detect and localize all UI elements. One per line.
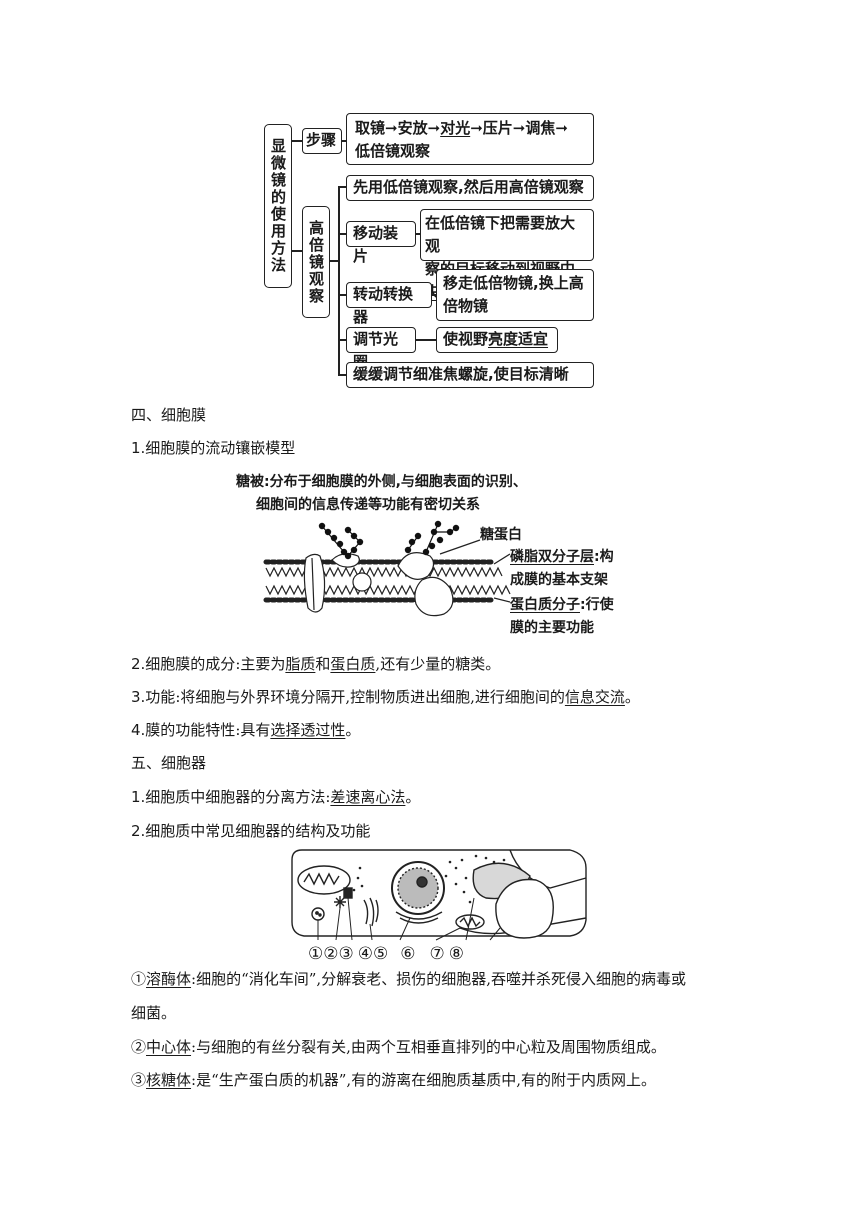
section4-title: 四、细胞膜 bbox=[131, 406, 207, 424]
box-move-slide: 移动装片 bbox=[346, 221, 416, 265]
box-adjust-diaphragm: 调节光圈 bbox=[346, 327, 416, 371]
box-move-desc: 在低倍镜下把需要放大观 察的目标移动到视野中央 bbox=[420, 209, 594, 301]
organelle-label-8: ⑧ bbox=[448, 944, 464, 964]
organelle-label-1: ① bbox=[308, 944, 324, 964]
organelle-item-1: ①溶酶体:细胞的“消化车间”,分解衰老、损伤的细胞器,吞噬并杀死侵入细胞的病毒或 bbox=[131, 970, 686, 988]
organelle-label-6: ⑥ bbox=[400, 944, 416, 964]
organelle-item-3: ③核糖体:是“生产蛋白质的机器”,有的游离在细胞质基质中,有的附于内质网上。 bbox=[131, 1071, 656, 1089]
glycoprotein-label: 糖蛋白 bbox=[480, 527, 522, 543]
bilayer-label: 磷脂双分子层:构 bbox=[510, 549, 614, 565]
section5-title: 五、细胞器 bbox=[131, 754, 207, 772]
section5-p1: 1.细胞质中细胞器的分离方法:差速离心法。 bbox=[131, 788, 421, 806]
branch-high-power: 高倍镜观察 bbox=[302, 206, 330, 318]
glycocalyx-label-a: 糖被:分布于细胞膜的外侧,与细胞表面的识别、 bbox=[236, 474, 527, 490]
organelle-label-4: ④ bbox=[357, 944, 373, 964]
organelle-label-7: ⑦ bbox=[429, 944, 445, 964]
box-fine-focus: 缓缓调节细准焦螺旋,使目标清晰 bbox=[346, 362, 594, 388]
section5-p2: 2.细胞质中常见细胞器的结构及功能 bbox=[131, 822, 371, 840]
section4-p3: 3.功能:将细胞与外界环境分隔开,控制物质进出细胞,进行细胞间的信息交流。 bbox=[131, 688, 640, 706]
section4-p2: 2.细胞膜的成分:主要为脂质和蛋白质,还有少量的糖类。 bbox=[131, 655, 501, 673]
cell-organelles-figure bbox=[291, 849, 587, 941]
bilayer-label-c: 成膜的基本支架 bbox=[510, 572, 608, 588]
protein-label: 蛋白质分子:行使 bbox=[510, 597, 614, 613]
glycocalyx-label-b: 细胞间的信息传递等功能有密切关系 bbox=[256, 497, 480, 513]
box-turn-desc: 移走低倍物镜,换上高 倍物镜 bbox=[436, 269, 594, 321]
flowchart-root: 显微镜的使用方法 bbox=[264, 124, 292, 288]
organelle-label-5: ⑤ bbox=[373, 944, 389, 964]
organelle-label-3: ③ bbox=[338, 944, 354, 964]
box-first-low-then-high: 先用低倍镜观察,然后用高倍镜观察 bbox=[346, 175, 594, 201]
organelle-label-2: ② bbox=[323, 944, 339, 964]
box-diaphragm-desc: 使视野亮度适宜 bbox=[436, 327, 558, 353]
box-turn-nosepiece: 转动转换器 bbox=[346, 282, 432, 326]
organelle-item-1-cont: 细菌。 bbox=[131, 1004, 177, 1022]
organelle-item-2: ②中心体:与细胞的有丝分裂有关,由两个互相垂直排列的中心粒及周围物质组成。 bbox=[131, 1038, 666, 1056]
branch-steps: 步骤 bbox=[302, 128, 342, 154]
section4-p4: 4.膜的功能特性:具有选择透过性。 bbox=[131, 721, 361, 739]
protein-label-c: 膜的主要功能 bbox=[510, 620, 594, 636]
membrane-drawing bbox=[263, 520, 511, 617]
steps-box: 取镜➞安放➞对光➞压片➞调焦➞ 低倍镜观察 bbox=[346, 113, 594, 165]
flowchart-root-label: 显微镜的使用方法 bbox=[269, 138, 287, 274]
section4-sub1: 1.细胞膜的流动镶嵌模型 bbox=[131, 439, 296, 457]
